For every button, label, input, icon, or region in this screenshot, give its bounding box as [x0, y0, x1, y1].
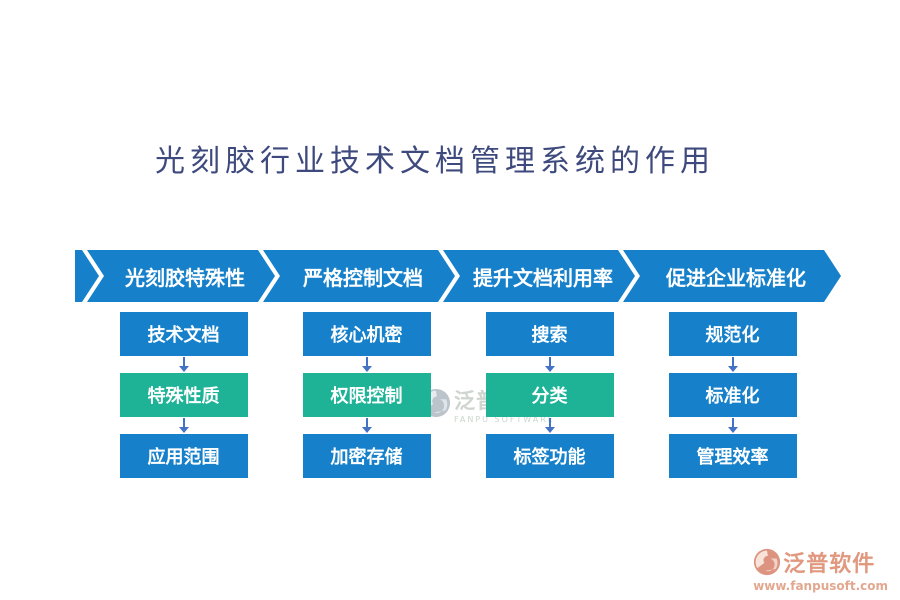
footer-brand-row: 泛普软件	[753, 546, 888, 578]
process-box: 管理效率	[668, 434, 797, 478]
process-box: 规范化	[668, 312, 797, 356]
process-box: 权限控制	[302, 373, 431, 417]
watermark-subtext: FANPU SOFTWARE	[454, 415, 555, 424]
process-box: 技术文档	[119, 312, 248, 356]
step-column-3: 搜索 分类 标签功能	[458, 312, 641, 478]
down-arrow-icon	[361, 418, 372, 433]
page-title: 光刻胶行业技术文档管理系统的作用	[155, 144, 715, 179]
down-arrow-icon	[544, 357, 555, 372]
footer-brand-block: 泛普软件 www.fanpusoft.com	[753, 546, 888, 593]
process-columns: 技术文档 特殊性质 应用范围 核心机密 权限控制 加密存储 搜索 分类 标签功能…	[92, 312, 824, 478]
process-steps-row: 光刻胶特殊性 严格控制文档 提升文档利用率 促进企业标准化	[75, 250, 841, 302]
process-box: 搜索	[485, 312, 614, 356]
step-column-4: 规范化 标准化 管理效率	[641, 312, 824, 478]
process-box: 标准化	[668, 373, 797, 417]
down-arrow-icon	[361, 357, 372, 372]
step-header-4: 促进企业标准化	[623, 250, 841, 302]
process-box: 特殊性质	[119, 373, 248, 417]
step-column-2: 核心机密 权限控制 加密存储	[275, 312, 458, 478]
process-box: 分类	[485, 373, 614, 417]
step-header-3: 提升文档利用率	[443, 250, 635, 302]
process-box: 加密存储	[302, 434, 431, 478]
process-box: 核心机密	[302, 312, 431, 356]
step-header-1: 光刻胶特殊性	[87, 250, 275, 302]
down-arrow-icon	[178, 418, 189, 433]
step-column-1: 技术文档 特殊性质 应用范围	[92, 312, 275, 478]
down-arrow-icon	[727, 357, 738, 372]
footer-brand-name: 泛普软件	[783, 552, 876, 577]
footer-url: www.fanpusoft.com	[753, 579, 888, 593]
process-box: 应用范围	[119, 434, 248, 478]
process-box: 标签功能	[485, 434, 614, 478]
fanpu-logo-icon	[754, 548, 781, 576]
step-header-2: 严格控制文档	[263, 250, 455, 302]
down-arrow-icon	[178, 357, 189, 372]
down-arrow-icon	[544, 418, 555, 433]
down-arrow-icon	[727, 418, 738, 433]
